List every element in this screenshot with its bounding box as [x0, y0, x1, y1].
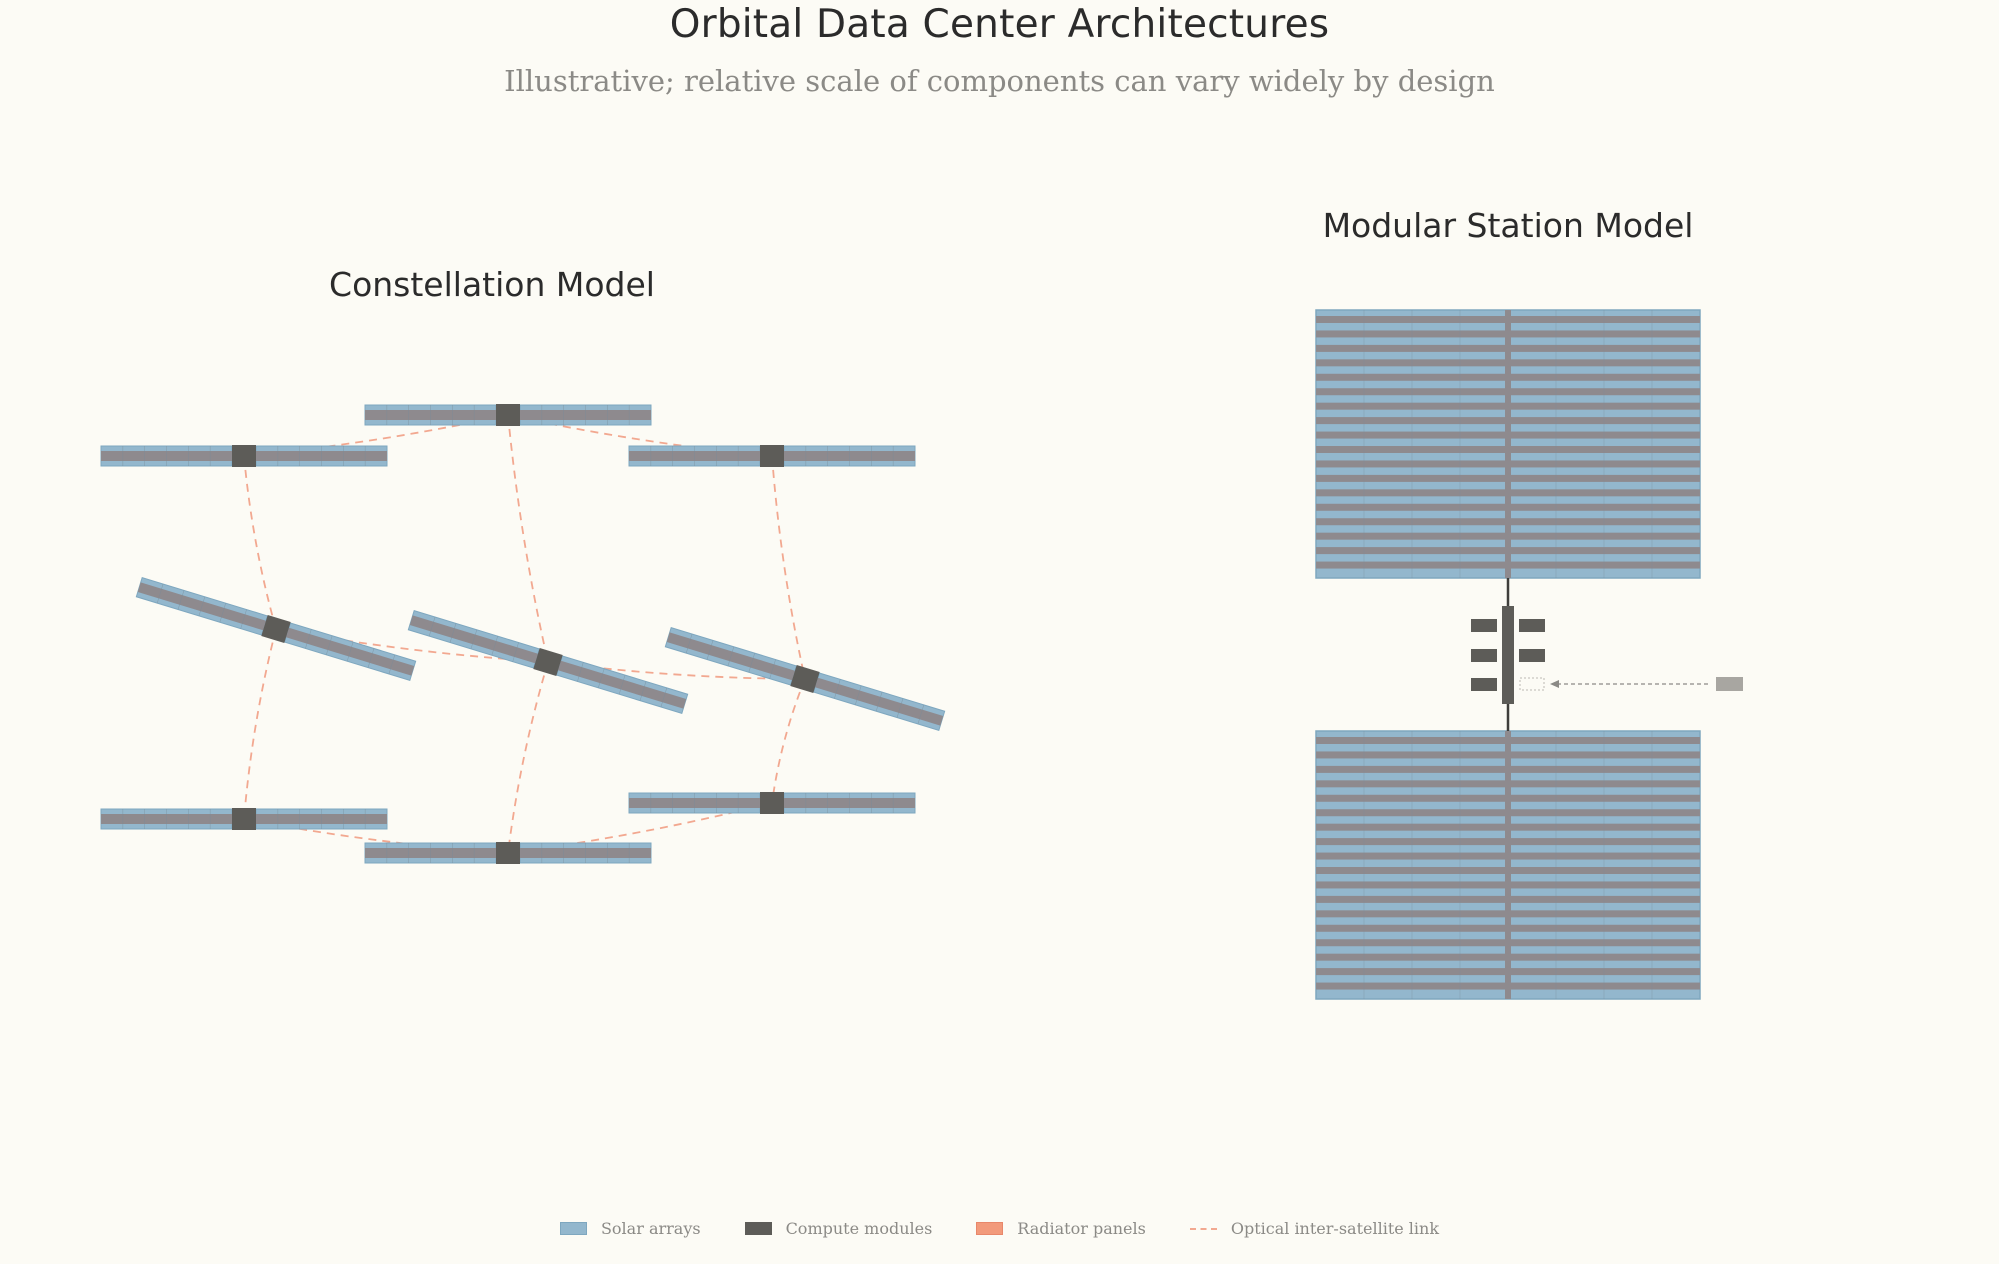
satellite-3 — [135, 577, 417, 681]
constellation-panel-title: Constellation Model — [329, 265, 655, 304]
station-array-spine — [1505, 731, 1511, 999]
compute-module — [232, 445, 256, 467]
compute-module — [496, 842, 520, 864]
solar-cell-divider — [618, 675, 626, 695]
solar-cell-divider — [639, 681, 647, 701]
solar-cell-divider — [834, 679, 841, 699]
arrow-left-icon — [1550, 680, 1559, 688]
optical-link-2 — [243, 455, 277, 630]
docking-module-vehicle — [1716, 677, 1743, 691]
satellite-2 — [628, 445, 916, 467]
page-title: Orbital Data Center Architectures — [669, 2, 1330, 47]
solar-cell-divider — [470, 629, 478, 649]
station-core-module — [1502, 606, 1514, 704]
compute-module — [790, 664, 820, 694]
solar-cell-divider — [428, 616, 436, 637]
solar-cell-divider — [305, 629, 312, 649]
solar-cell-divider — [198, 596, 206, 616]
solar-cell-divider — [177, 590, 185, 610]
solar-cell-divider — [727, 646, 735, 666]
compute-module — [760, 792, 784, 814]
optical-link-8 — [507, 661, 549, 854]
station-compute-module-right-0 — [1519, 619, 1545, 632]
station-solar-array-1 — [1315, 730, 1701, 1000]
optical-link-swatch-icon — [1189, 1227, 1217, 1230]
satellite-5 — [664, 627, 946, 731]
solar-cell-divider — [855, 685, 862, 705]
constellation-satellites — [100, 404, 946, 864]
solar-cell-divider — [660, 687, 668, 708]
compute-module — [533, 647, 563, 677]
solar-cell-divider — [326, 635, 333, 655]
satellite-0 — [100, 445, 388, 467]
solar-cell-divider — [875, 692, 883, 712]
station-compute-module-left-1 — [1471, 649, 1497, 662]
compute-module — [232, 808, 256, 830]
satellite-4 — [407, 610, 689, 714]
solar-cell-divider — [769, 659, 776, 679]
solar-cell-divider — [706, 640, 714, 660]
legend-label-link: Optical inter-satellite link — [1230, 1219, 1440, 1238]
solar-cell-divider — [685, 633, 693, 654]
solar-cell-divider — [156, 583, 164, 604]
optical-link-9 — [771, 678, 806, 804]
station-array-spine — [1505, 310, 1511, 578]
modular-station — [1315, 309, 1743, 1000]
legend-item-radiator: Radiator panels — [976, 1219, 1146, 1238]
station-panel-title: Modular Station Model — [1322, 206, 1694, 245]
solar-cell-divider — [577, 662, 584, 682]
solar-cell-divider — [346, 642, 354, 662]
legend-label-solar: Solar arrays — [600, 1219, 701, 1238]
legend: Solar arrays Compute modules Radiator pa… — [0, 1219, 1999, 1238]
station-solar-array-0 — [1315, 309, 1701, 579]
compute-module — [496, 404, 520, 426]
solar-cell-divider — [367, 648, 375, 668]
solar-array-swatch-icon — [559, 1222, 587, 1235]
solar-cell-divider — [449, 623, 457, 643]
compute-module — [760, 445, 784, 467]
solar-cell-divider — [917, 704, 925, 725]
compute-module-swatch-icon — [744, 1222, 772, 1235]
solar-cell-divider — [240, 609, 247, 629]
solar-cell-divider — [598, 668, 605, 688]
optical-link-4 — [771, 455, 806, 680]
legend-item-compute: Compute modules — [744, 1219, 933, 1238]
radiator-panel-swatch-icon — [976, 1222, 1004, 1235]
solar-cell-divider — [219, 603, 226, 623]
legend-label-radiator: Radiator panels — [1017, 1219, 1146, 1238]
legend-item-link: Optical inter-satellite link — [1189, 1219, 1440, 1238]
page-subtitle: Illustrative; relative scale of componen… — [504, 64, 1495, 98]
station-docking-port — [1519, 677, 1545, 691]
legend-item-solar: Solar arrays — [559, 1219, 701, 1238]
station-compute-module-right-1 — [1519, 649, 1545, 662]
solar-cell-divider — [388, 654, 396, 675]
compute-module — [261, 614, 291, 644]
legend-label-compute: Compute modules — [785, 1219, 933, 1238]
solar-cell-divider — [896, 698, 904, 718]
station-compute-module-left-0 — [1471, 619, 1497, 632]
station-compute-module-left-2 — [1471, 678, 1497, 691]
satellite-6 — [100, 808, 388, 830]
optical-link-7 — [243, 628, 277, 820]
satellite-8 — [628, 792, 916, 814]
solar-cell-divider — [748, 653, 755, 673]
satellite-1 — [364, 404, 652, 426]
solar-cell-divider — [512, 642, 519, 662]
satellite-7 — [364, 842, 652, 864]
optical-link-3 — [507, 414, 549, 663]
solar-cell-divider — [491, 636, 498, 656]
